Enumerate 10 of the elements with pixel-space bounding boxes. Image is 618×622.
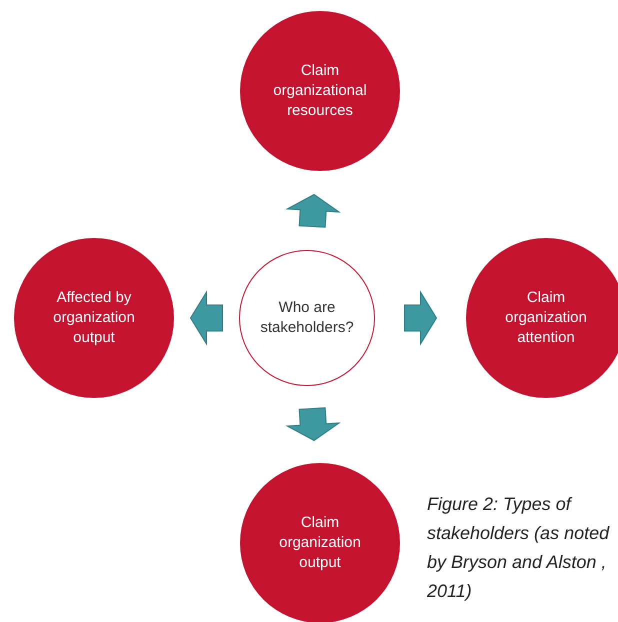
circle-label: Who are stakeholders? (259, 298, 355, 338)
circle-label: Claim organization attention (504, 288, 588, 348)
block-arrow (285, 194, 341, 228)
circle-label: Claim organization output (278, 513, 362, 573)
figure-caption: Figure 2: Types of stakeholders (as noted by Bryson and Alston , 2011) (427, 493, 610, 603)
circle-label: Affected by organization output (52, 288, 136, 348)
circle-label: Claim organizational resources (272, 61, 368, 121)
block-arrow (190, 290, 223, 346)
block-arrow (404, 290, 438, 346)
block-arrow (285, 407, 341, 442)
